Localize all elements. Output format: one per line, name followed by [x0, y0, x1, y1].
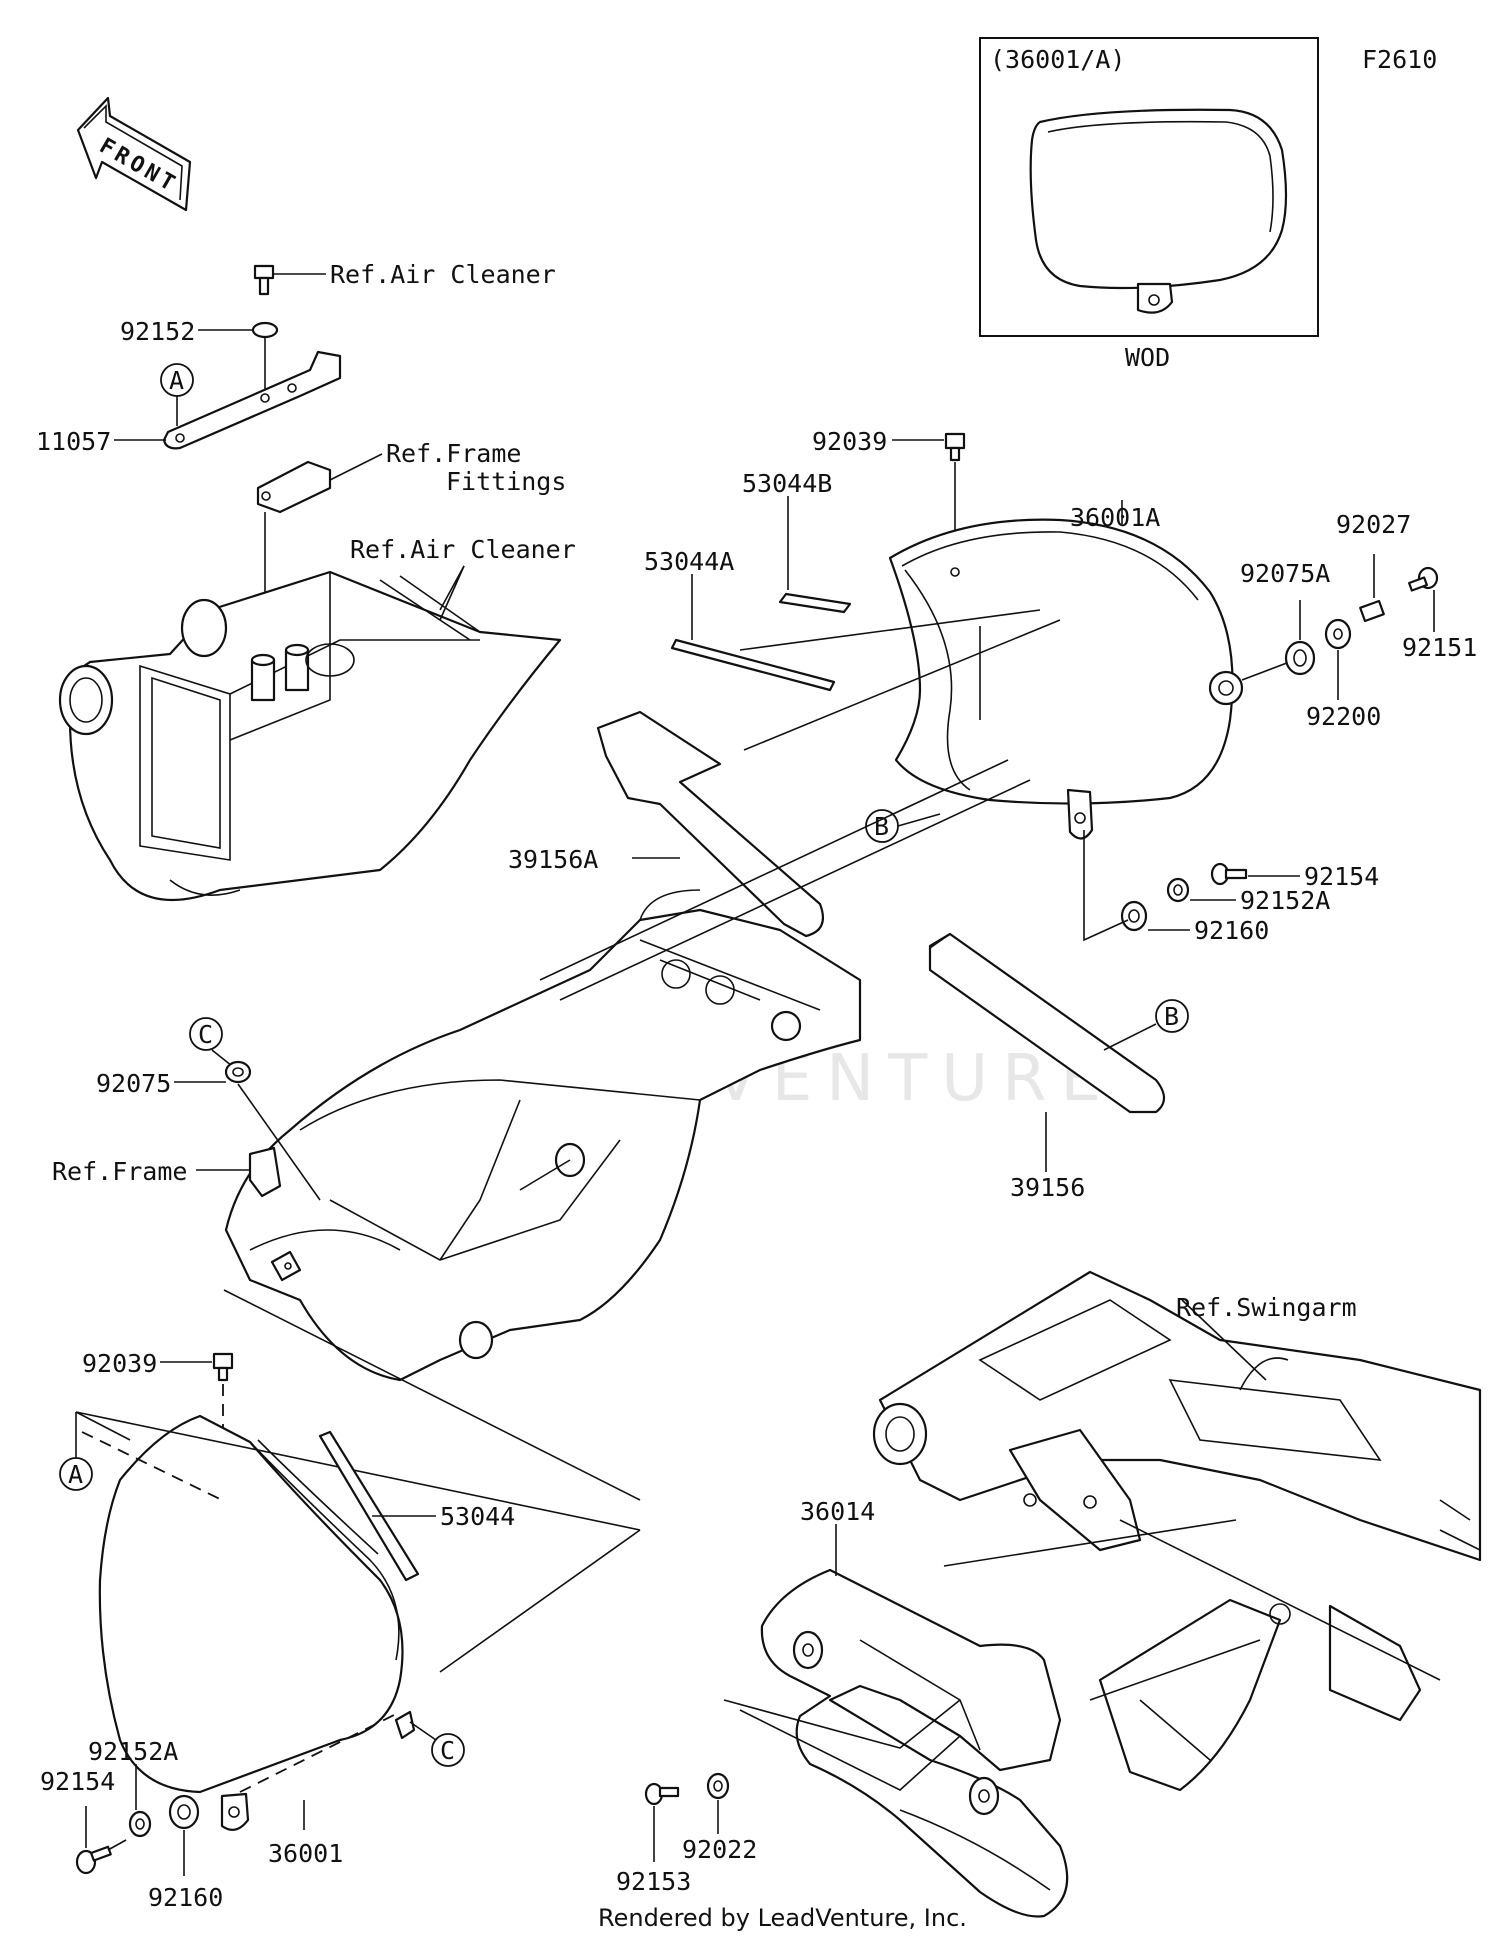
label-36014: 36014: [800, 1497, 875, 1526]
pad-39156[interactable]: [928, 932, 1166, 1114]
label-53044: 53044: [440, 1502, 515, 1531]
callout-b-right-label: B: [1164, 1002, 1179, 1031]
label-36001: 36001: [268, 1839, 343, 1868]
label-36001A: 36001A: [1070, 503, 1160, 532]
screw-92039-bottom[interactable]: [212, 1352, 234, 1382]
mount-stud: [270, 1250, 302, 1282]
inset-title: (36001/A): [990, 45, 1125, 74]
label-92022: 92022: [682, 1835, 757, 1864]
label-53044A: 53044A: [644, 547, 734, 576]
label-92154-bottom: 92154: [40, 1767, 115, 1796]
callout-b-right: [1155, 999, 1189, 1033]
label-92152-top: 92152: [120, 317, 195, 346]
frame-ref: [224, 889, 862, 1382]
diagram-code: F2610: [1362, 45, 1437, 74]
label-92154-right: 92154: [1304, 862, 1379, 891]
label-92200: 92200: [1306, 702, 1381, 731]
collar-92027[interactable]: [1359, 599, 1385, 623]
callout-b-top-label: B: [874, 812, 889, 841]
ref-air-cleaner: Ref.Air Cleaner: [350, 535, 576, 564]
ref-air-cleaner-top: Ref.Air Cleaner: [330, 260, 556, 289]
grommet-92075[interactable]: [224, 1060, 252, 1084]
bracket-11057[interactable]: [162, 350, 342, 450]
grommet-92160-right[interactable]: [1120, 900, 1148, 932]
inset-caption: WOD: [1125, 343, 1170, 372]
label-92039-top: 92039: [812, 427, 887, 456]
washer-92022[interactable]: [706, 1772, 730, 1800]
callout-a-top-label: A: [169, 366, 184, 395]
screw-92039-top[interactable]: [944, 432, 966, 462]
label-39156A: 39156A: [508, 845, 598, 874]
air-cleaner-ref: [58, 570, 562, 902]
swingarm-ref: [872, 1270, 1482, 1792]
label-92160-right: 92160: [1194, 916, 1269, 945]
bolt-92154-right[interactable]: [1210, 862, 1248, 886]
bolt-air-cleaner[interactable]: [253, 264, 275, 296]
pad-53044B[interactable]: [778, 592, 852, 614]
callout-c-left-label: C: [198, 1020, 213, 1049]
bolt-92153[interactable]: [644, 1782, 680, 1806]
label-92039-bottom: 92039: [82, 1349, 157, 1378]
frame-fitting-bracket: [256, 460, 332, 514]
label-92075: 92075: [96, 1069, 171, 1098]
chain-guard-36014[interactable]: [760, 1568, 1069, 1918]
label-92151: 92151: [1402, 633, 1477, 662]
pad-53044A[interactable]: [670, 638, 836, 692]
ref-frame: Ref.Frame: [52, 1157, 187, 1186]
washer-92200[interactable]: [1324, 618, 1352, 650]
front-arrow: FRONT: [76, 96, 192, 212]
inset-box: (36001/A) WOD: [979, 37, 1319, 372]
side-cover-36001A[interactable]: [888, 518, 1234, 805]
ref-swingarm: Ref.Swingarm: [1176, 1293, 1357, 1322]
frame-bracket: [248, 1146, 282, 1198]
bolt-92151[interactable]: [1408, 566, 1439, 592]
label-92027: 92027: [1336, 510, 1411, 539]
callout-c-bottom-label: C: [440, 1736, 455, 1765]
grommet-92160-bottom[interactable]: [168, 1794, 200, 1830]
callout-a-bottom-label: A: [68, 1460, 83, 1489]
label-11057: 11057: [36, 427, 111, 456]
label-92152A-right: 92152A: [1240, 886, 1330, 915]
grommet-92075A[interactable]: [1284, 640, 1316, 676]
ref-frame-fittings-1: Ref.Frame: [386, 439, 521, 468]
washer-92152A-right[interactable]: [1166, 877, 1190, 903]
pad-39156A[interactable]: [596, 710, 824, 938]
callout-c-left: [189, 1017, 223, 1051]
label-92075A: 92075A: [1240, 559, 1330, 588]
footer-credit: Rendered by LeadVenture, Inc.: [598, 1904, 967, 1932]
label-92153: 92153: [616, 1867, 691, 1896]
side-cover-36001[interactable]: [98, 1414, 404, 1794]
washer-92152[interactable]: [251, 321, 279, 339]
label-39156: 39156: [1010, 1173, 1085, 1202]
label-53044B: 53044B: [742, 469, 832, 498]
washer-92152A-bottom[interactable]: [128, 1810, 152, 1838]
bolt-92154-bottom[interactable]: [75, 1845, 112, 1875]
ref-frame-fittings-2: Fittings: [446, 467, 566, 496]
callout-c-bottom: [431, 1733, 465, 1767]
pad-53044[interactable]: [318, 1430, 420, 1582]
label-92152A-bottom: 92152A: [88, 1737, 178, 1766]
inset-side-cover[interactable]: [1029, 108, 1288, 290]
label-92160-bottom: 92160: [148, 1883, 223, 1912]
